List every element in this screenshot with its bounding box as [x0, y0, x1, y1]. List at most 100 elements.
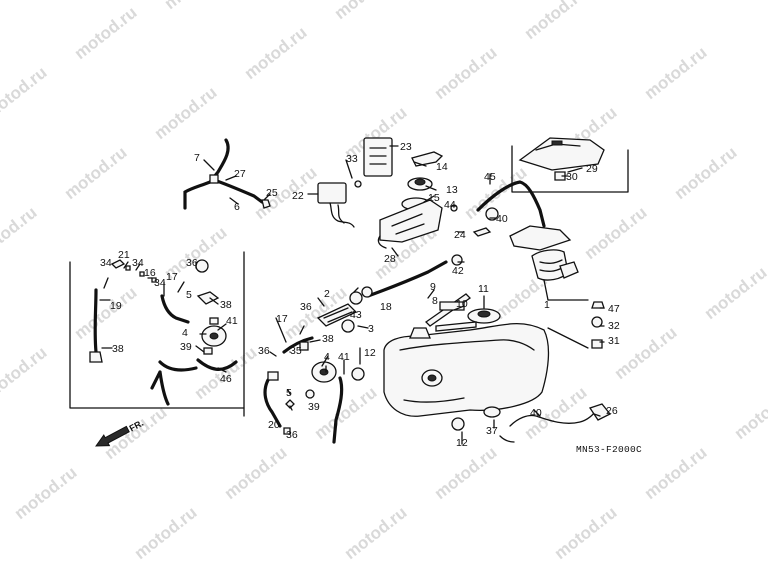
callout-5-a: 5 — [186, 289, 192, 301]
callout-2: 2 — [324, 288, 330, 300]
callout-4-b: 4 — [324, 351, 330, 363]
left-pump-group — [89, 259, 238, 406]
watermark-text: motod.ru — [311, 383, 381, 443]
fasteners-group — [547, 299, 605, 349]
callout-16: 16 — [144, 267, 156, 279]
callout-10: 10 — [456, 298, 468, 310]
callout-13: 13 — [446, 184, 458, 196]
callout-14: 14 — [436, 161, 448, 173]
watermark-text: motod.ru — [521, 0, 591, 43]
breather-tube — [476, 180, 546, 228]
callout-26: 26 — [606, 405, 618, 417]
callout-39-a: 39 — [180, 341, 192, 353]
watermark-text: motod.ru — [641, 43, 711, 103]
callout-42: 42 — [452, 265, 464, 277]
callout-3: 3 — [368, 323, 374, 335]
callout-labels: 7 27 25 6 22 23 33 14 13 15 44 28 45 40 … — [100, 141, 620, 449]
callout-38-c: 38 — [112, 343, 124, 355]
callout-30: 30 — [566, 171, 578, 183]
callout-36-d: 36 — [186, 257, 198, 269]
callout-31: 31 — [608, 335, 620, 347]
watermark-text: motod.ru — [151, 83, 221, 143]
watermark-text: motod.ru — [241, 23, 311, 83]
watermark-text: motod.ru — [0, 343, 51, 403]
callout-8: 8 — [432, 295, 438, 307]
filter-group — [316, 291, 363, 333]
watermark-text: motod.ru — [551, 503, 621, 563]
callout-18: 18 — [380, 301, 392, 313]
callout-17-a: 17 — [166, 271, 178, 283]
callout-6: 6 — [234, 201, 240, 213]
watermark-text: motod.ru — [101, 403, 171, 463]
vent-hose-group — [183, 138, 271, 210]
top-right-detail-frame — [511, 145, 629, 193]
callout-36-a: 36 — [300, 301, 312, 313]
callout-29: 29 — [586, 163, 598, 175]
fuel-pump-assembly — [451, 225, 579, 281]
callout-12-b: 12 — [456, 437, 468, 449]
callout-27: 27 — [234, 168, 246, 180]
callout-34-c: 34 — [154, 277, 166, 289]
relay-and-sender-group — [317, 137, 458, 249]
callout-12: 12 — [364, 347, 376, 359]
callout-19: 19 — [110, 300, 122, 312]
watermark-text: motod.ru — [251, 163, 321, 223]
harness-group — [351, 367, 612, 443]
watermark-text: motod.ru — [341, 503, 411, 563]
watermark-text: motod.ru — [221, 443, 291, 503]
watermark-text: motod.ru — [431, 443, 501, 503]
callout-34-a: 34 — [100, 257, 112, 269]
callout-37: 37 — [486, 425, 498, 437]
callout-32: 32 — [608, 320, 620, 332]
callout-23: 23 — [400, 141, 412, 153]
watermark-text: motod.ru — [581, 203, 651, 263]
callout-40-b: 40 — [530, 407, 542, 419]
callout-21: 21 — [118, 249, 130, 261]
callout-36-c: 36 — [286, 429, 298, 441]
callout-47: 47 — [608, 303, 620, 315]
callout-41-a: 41 — [226, 315, 238, 327]
callout-5-b: 5 — [286, 387, 292, 399]
watermark-text: motod.ru — [0, 203, 41, 263]
callout-22: 22 — [292, 190, 304, 202]
callout-9: 9 — [430, 281, 436, 293]
callout-34-b: 34 — [132, 257, 144, 269]
left-detail-frame — [69, 251, 245, 417]
callout-25: 25 — [266, 187, 278, 199]
watermark-text: motod.ru — [331, 0, 401, 23]
watermark-text: motod.ru — [61, 143, 131, 203]
callout-11: 11 — [478, 283, 489, 295]
callout-39-b: 39 — [308, 401, 320, 413]
leader-lines — [99, 145, 605, 445]
callout-33: 33 — [346, 153, 358, 165]
callout-38-b: 38 — [322, 333, 334, 345]
callout-35: 35 — [290, 345, 302, 357]
callout-40: 40 — [496, 213, 508, 225]
watermark-text: motod.ru — [431, 43, 501, 103]
watermark-text: motod.ru — [0, 63, 51, 123]
watermark-layer: motod.rumotod.rumotod.rumotod.rumotod.ru… — [0, 0, 768, 563]
watermark-text: motod.ru — [161, 0, 231, 13]
callout-20-b: 20 — [268, 419, 280, 431]
fuel-hose-main — [361, 260, 448, 298]
callout-41-b: 41 — [338, 351, 350, 363]
callout-15: 15 — [428, 192, 440, 204]
watermark-text: motod.ru — [701, 263, 768, 323]
callout-17-b: 17 — [276, 313, 288, 325]
callout-45: 45 — [484, 171, 496, 183]
watermark-text: motod.ru — [71, 283, 141, 343]
callout-7: 7 — [194, 152, 200, 164]
callout-36-b: 36 — [258, 345, 270, 357]
watermark-text: motod.ru — [611, 323, 681, 383]
fuel-tank — [383, 308, 550, 418]
watermark-text: motod.ru — [131, 503, 201, 563]
watermark-text: motod.ru — [71, 3, 141, 63]
callout-24: 24 — [454, 229, 466, 241]
callout-4-a: 4 — [182, 327, 188, 339]
diagram-code: MN53-F2000C — [576, 444, 642, 455]
callout-43: 43 — [350, 309, 362, 321]
watermark-text: motod.ru — [731, 383, 768, 443]
watermark-text: motod.ru — [641, 443, 711, 503]
callout-44: 44 — [444, 199, 456, 211]
